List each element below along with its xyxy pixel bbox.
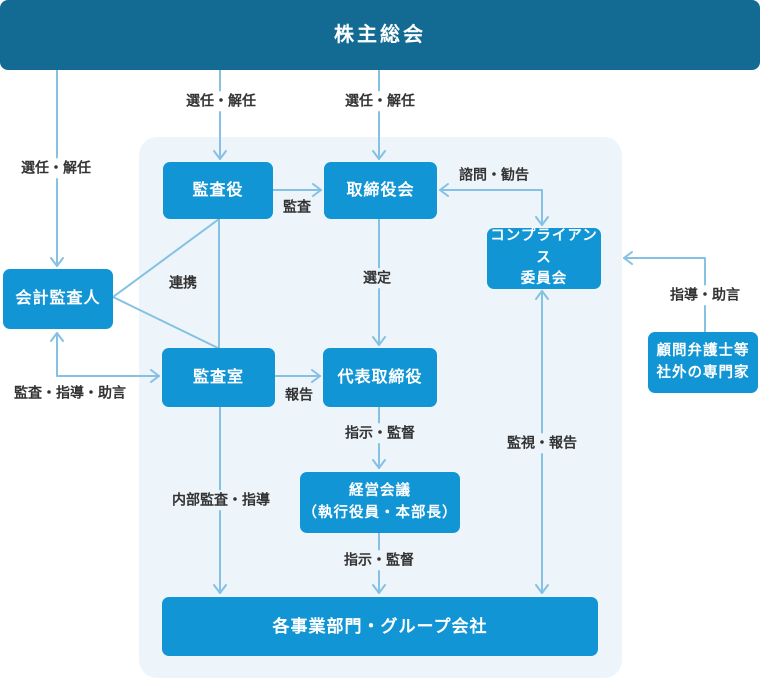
compliance-committee-box: コンプライアンス 委員会	[487, 228, 601, 289]
shareholders-meeting-box: 株主総会	[0, 0, 760, 70]
audit-office-box: 監査室	[162, 348, 275, 407]
representative-director-label: 代表取締役	[337, 368, 423, 386]
edge-label: 諮問・勧告	[456, 165, 532, 185]
outside-experts-label-line2: 社外の専門家	[656, 364, 750, 381]
representative-director-box: 代表取締役	[323, 348, 437, 407]
accounting-auditor-label: 会計監査人	[15, 290, 101, 307]
board-of-directors-box: 取締役会	[324, 162, 437, 219]
edge-label: 選任・解任	[342, 91, 418, 111]
audit-office-label: 監査室	[192, 368, 244, 386]
auditor-label: 監査役	[192, 181, 244, 199]
accounting-auditor-box: 会計監査人	[3, 269, 113, 329]
arrowhead-shareholders-to-accounting-auditor	[50, 257, 64, 267]
management-meeting-label-line1: 経営会議	[349, 482, 411, 499]
arrowhead-experts-to-committee	[623, 251, 633, 265]
edge-label: 指導・助言	[667, 285, 743, 305]
edge-label: 指示・監督	[342, 423, 418, 443]
arrowhead-auditoffice-accounting-auditor	[50, 332, 64, 342]
business-divisions-box: 各事業部門・グループ会社	[162, 597, 598, 656]
outside-experts-label-line1: 顧問弁護士等	[656, 342, 750, 359]
compliance-committee-label-line2: 委員会	[520, 271, 568, 288]
edge-label: 報告	[282, 385, 316, 405]
edge-label: 指示・監督	[341, 550, 417, 570]
edge-label: 選定	[360, 268, 394, 288]
business-divisions-label: 各事業部門・グループ会社	[272, 616, 488, 636]
edge-label: 監視・報告	[504, 433, 580, 453]
board-of-directors-label: 取締役会	[346, 181, 415, 199]
auditor-box: 監査役	[163, 162, 273, 219]
shareholders-meeting-label: 株主総会	[334, 24, 426, 46]
edge-label: 選任・解任	[183, 91, 259, 111]
edge-label: 監査・指導・助言	[11, 383, 129, 403]
management-meeting-label-line2: （執行役員・本部長）	[302, 504, 458, 521]
edge-label: 選任・解任	[18, 158, 94, 178]
outside-experts-box: 顧問弁護士等 社外の専門家	[648, 332, 758, 393]
compliance-committee-label-line1: コンプライアンス	[490, 227, 598, 266]
management-meeting-box: 経営会議 （執行役員・本部長）	[300, 472, 460, 533]
edge-label: 内部監査・指導	[169, 490, 273, 510]
edge-label: 連携	[166, 273, 200, 293]
edge-label: 監査	[280, 197, 314, 217]
